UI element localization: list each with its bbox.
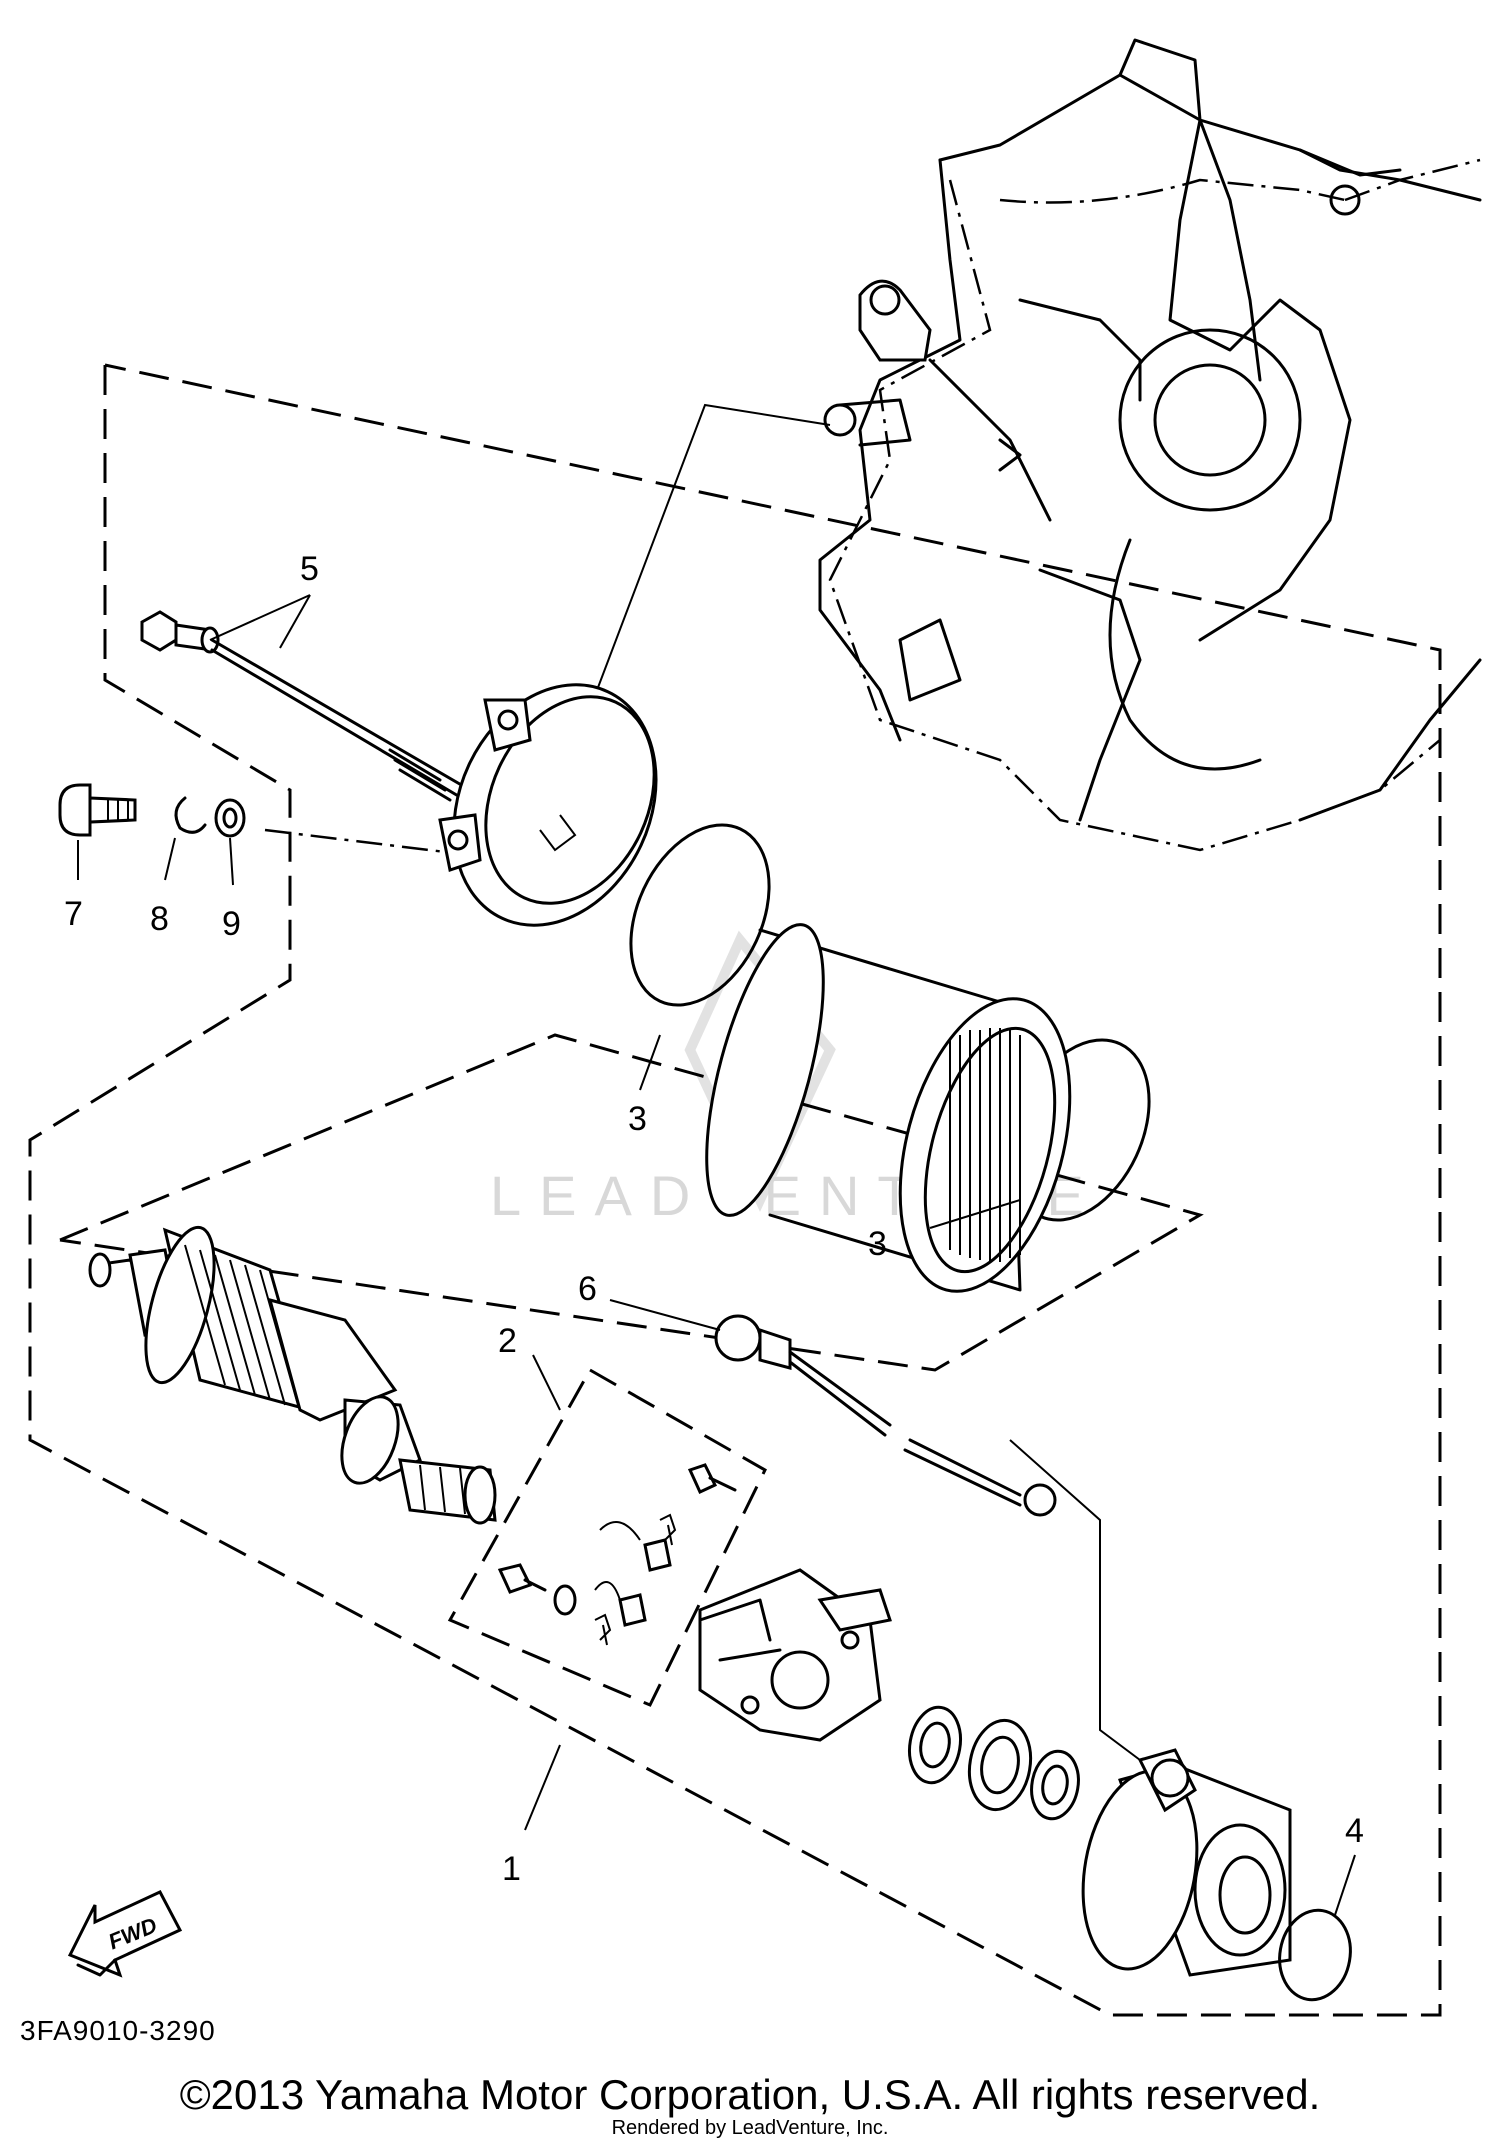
circlip-part-8 (174, 796, 207, 834)
rear-cover (1081, 1748, 1292, 1977)
callout-3-front: 3 (628, 1100, 647, 1138)
callout-7: 7 (64, 895, 83, 933)
assembly-boundary-armature (59, 1033, 1204, 1372)
o-ring-front (629, 823, 771, 1007)
callout-2: 2 (498, 1322, 517, 1360)
callout-3-rear: 3 (868, 1225, 887, 1263)
terminal-bolt (714, 1314, 1057, 1517)
copyright-notice: ©2013 Yamaha Motor Corporation, U.S.A. A… (179, 2071, 1321, 2118)
callout-5: 5 (300, 550, 319, 588)
o-ring-rear-cover (1278, 1908, 1352, 2002)
starting-motor-exploded-diagram: LEADVENTURE (20, 38, 1482, 2046)
washers-bearing (908, 1705, 1080, 1821)
callout-1: 1 (502, 1850, 521, 1888)
through-bolt (140, 610, 472, 802)
diagram-code: 3FA9010-3290 (20, 2015, 216, 2046)
rendered-by-credit: Rendered by LeadVenture, Inc. (611, 2117, 889, 2139)
yoke (705, 923, 1072, 1293)
fwd-arrow-icon: FWD (67, 1890, 183, 1978)
callout-4: 4 (1345, 1812, 1364, 1850)
alignment-lines (264, 403, 1141, 1761)
callout-9: 9 (222, 905, 241, 943)
crankcase (818, 38, 1482, 852)
bolt-part-7 (58, 783, 137, 837)
callout-leaders (77, 594, 1356, 1916)
front-cover (438, 683, 658, 927)
brush-holder (497, 1463, 892, 1742)
washer-part-9 (214, 798, 246, 838)
armature (88, 1225, 497, 1525)
callout-6: 6 (578, 1270, 597, 1308)
assembly-boundary-brush-holder (447, 1367, 767, 1707)
callout-8: 8 (150, 900, 169, 938)
assembly-boundary-outer (28, 363, 1442, 2017)
